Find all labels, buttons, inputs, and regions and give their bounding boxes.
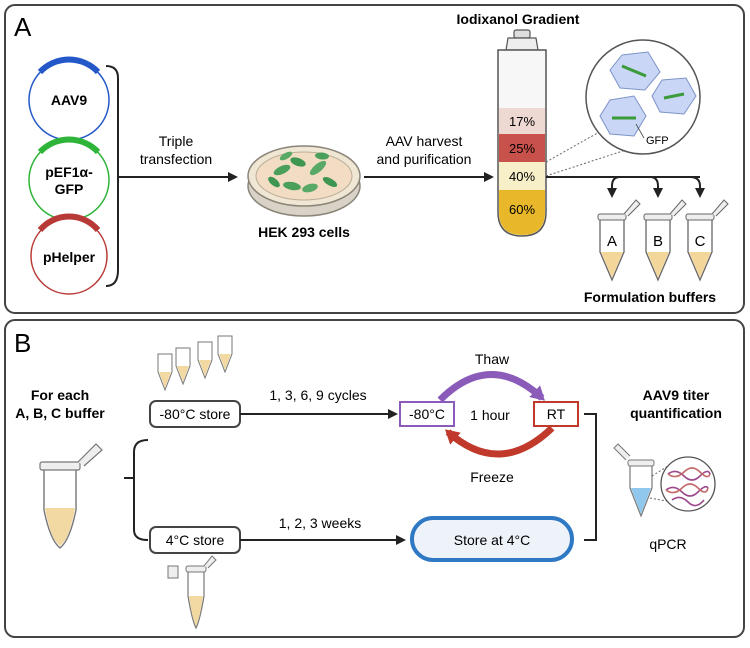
freeze-arrow xyxy=(445,425,555,458)
for-each-line1: For each xyxy=(31,387,89,403)
qpcr-label: qPCR xyxy=(649,536,686,552)
petri-dish-icon xyxy=(247,145,361,217)
four-c-store-label: 4°C store xyxy=(166,532,225,548)
cycles-label: 1, 3, 6, 9 cycles xyxy=(269,387,366,403)
buffers-label: Formulation buffers xyxy=(584,289,716,305)
step2-line2: and purification xyxy=(377,151,472,167)
layer-17: 17% xyxy=(509,114,535,129)
virion-zoom-icon xyxy=(585,39,701,155)
dna-zoom-line-1 xyxy=(651,465,669,477)
buffer-tube-icon xyxy=(39,443,103,549)
tube-c-icon xyxy=(685,199,729,282)
bracket-a xyxy=(105,65,119,287)
plasmid-label-aav9: AAV9 xyxy=(51,92,88,108)
plasmid-label-gfp-2: GFP xyxy=(55,181,84,197)
rt-box-label: RT xyxy=(547,406,566,422)
tube-a-icon xyxy=(597,199,641,282)
plasmid-label-helper: pHelper xyxy=(43,249,96,265)
weeks-label: 1, 2, 3 weeks xyxy=(279,515,362,531)
arrow-to-b xyxy=(649,176,663,198)
minus80-box-label: -80°C xyxy=(409,406,445,422)
rt-box xyxy=(533,401,579,427)
minus80-store-label: -80°C store xyxy=(160,406,231,422)
hour-label: 1 hour xyxy=(470,407,510,423)
step2-line1: AAV harvest xyxy=(386,133,463,149)
quant-line1: AAV9 titer xyxy=(643,387,710,403)
arrow-to-a xyxy=(607,176,621,198)
qpcr-tube-icon xyxy=(613,443,655,518)
step1-line1: Triple xyxy=(159,133,194,149)
tube-b-icon xyxy=(643,199,687,282)
plasmid-gfp: pEF1α- GFP xyxy=(28,136,110,221)
frozen-tubes-icon xyxy=(157,335,233,392)
arrow-to-c xyxy=(689,176,705,198)
fridge-tube-icon xyxy=(167,555,217,630)
panel-a-letter: A xyxy=(14,12,32,42)
freeze-label: Freeze xyxy=(470,469,514,485)
bracket-b xyxy=(133,439,149,541)
panel-b-letter: B xyxy=(14,328,31,358)
gradient-title: Iodixanol Gradient xyxy=(457,11,580,27)
panel-a-border xyxy=(4,4,745,314)
store-at-4c-box xyxy=(410,516,574,562)
store-at-4c-label: Store at 4°C xyxy=(454,532,530,548)
step1-line2: transfection xyxy=(140,151,212,167)
gradient-tube-icon xyxy=(497,29,547,237)
tube-label-c: C xyxy=(695,233,706,250)
tube-label-a: A xyxy=(607,233,617,250)
zoom-line-2 xyxy=(545,147,633,177)
plasmid-helper: pHelper xyxy=(30,213,108,295)
thaw-arrow xyxy=(437,371,545,403)
layer-40: 40% xyxy=(509,169,535,184)
bracket-right xyxy=(584,413,597,541)
tube-label-b: B xyxy=(653,233,663,250)
layer-25: 25% xyxy=(509,141,535,156)
plasmid-aav9: AAV9 xyxy=(28,56,110,141)
quant-line2: quantification xyxy=(630,405,722,421)
thaw-label: Thaw xyxy=(475,351,510,367)
minus80-box xyxy=(399,401,455,427)
dna-zoom-icon xyxy=(660,456,716,512)
for-each-line2: A, B, C buffer xyxy=(15,405,105,421)
cells-label: HEK 293 cells xyxy=(258,224,350,240)
plasmid-label-gfp-1: pEF1α- xyxy=(45,164,93,180)
gfp-label: GFP xyxy=(646,135,669,147)
layer-60: 60% xyxy=(509,202,535,217)
